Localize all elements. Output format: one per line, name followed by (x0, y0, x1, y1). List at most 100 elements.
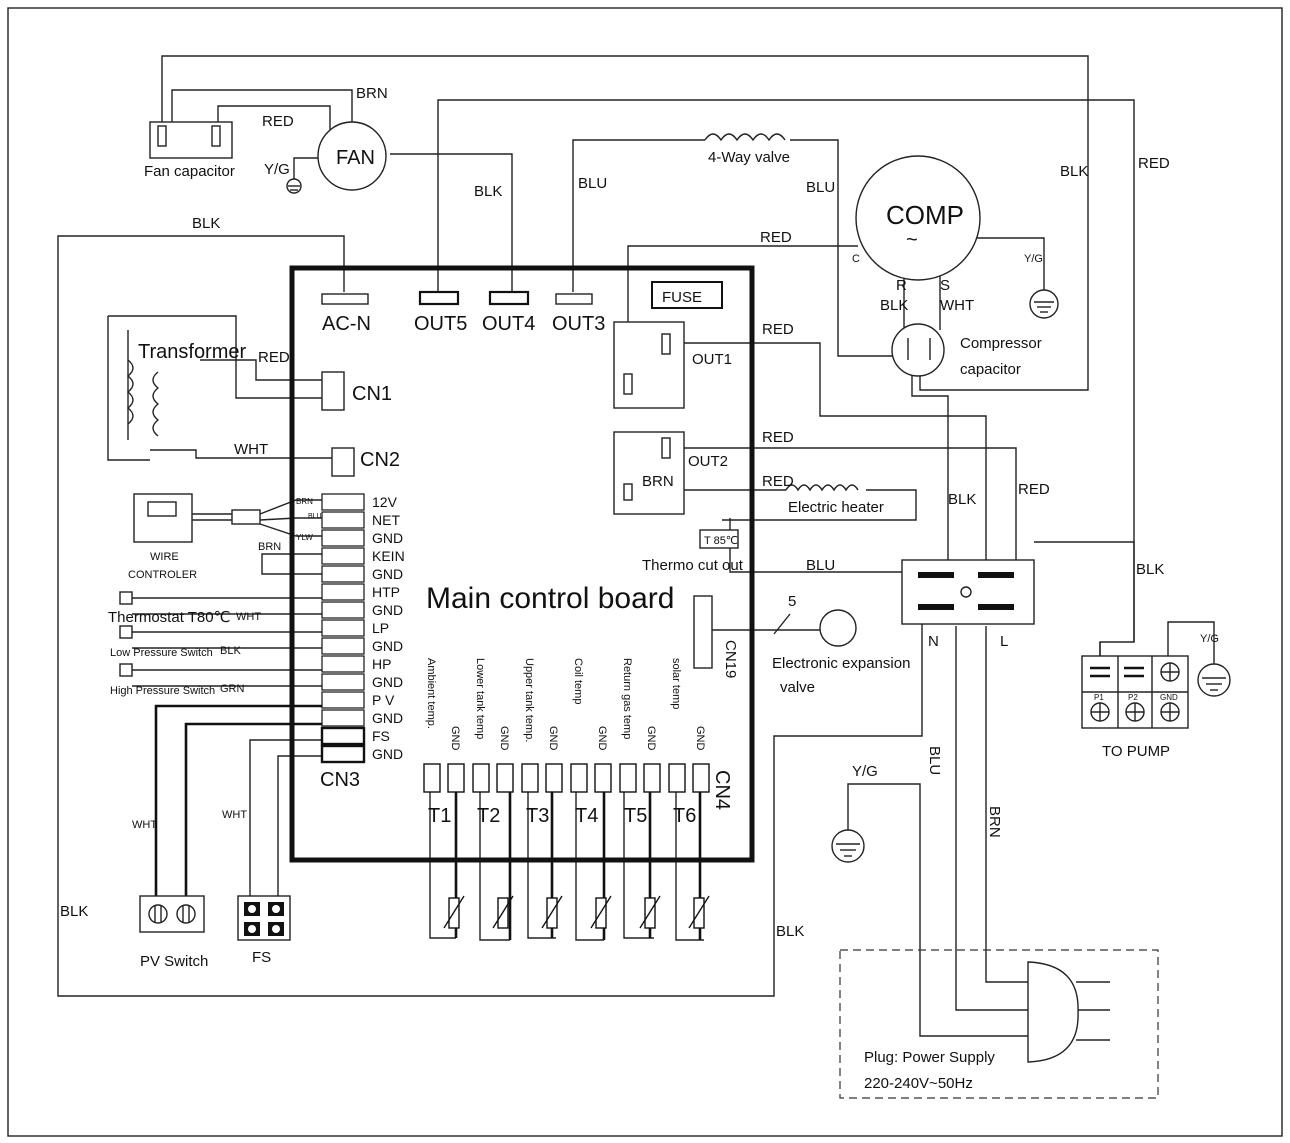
wire-label-yg-ground: Y/G (852, 763, 878, 780)
board-title: Main control board (426, 582, 674, 615)
wire-label-red-out2: RED (762, 429, 794, 446)
pump-p1-label: P1 (1094, 693, 1104, 702)
out2-label: OUT2 (688, 453, 728, 470)
sensor-gnd-label: GND (694, 726, 706, 751)
fan-ground-icon (286, 178, 302, 194)
sensor-pin (668, 763, 686, 793)
cn3-pin (321, 655, 365, 673)
sensor-gnd-label: GND (498, 726, 510, 751)
low-pressure-label: Low Pressure Switch (110, 647, 213, 659)
thermistor-icon (492, 895, 514, 929)
sensor-id-label: T6 (673, 805, 696, 827)
out1-label: OUT1 (692, 351, 732, 368)
cn3-pin (321, 709, 365, 727)
high-pressure-label: High Pressure Switch (110, 685, 215, 697)
compressor-capacitor-label-2: capacitor (960, 361, 1021, 378)
power-terminal-block (901, 559, 1035, 625)
out5-label: OUT5 (414, 313, 467, 335)
cn3-pin (321, 583, 365, 601)
wire-label-red-fan: RED (262, 113, 294, 130)
wire-label-red-comp: RED (760, 229, 792, 246)
cn3-pin (320, 744, 366, 764)
cn3-pin (321, 673, 365, 691)
sensor-name-label: Coil temp (572, 658, 584, 704)
wire-label-blu-thermo: BLU (806, 557, 835, 574)
wire-label-blk-bottom: BLK (776, 923, 804, 940)
wire-label-yg-comp: Y/G (1024, 253, 1043, 265)
wire-label-blk-lp: BLK (220, 645, 241, 657)
cn3-pin-label: NET (372, 512, 400, 528)
sensor-pin (447, 763, 465, 793)
sensor-name-label: Upper tank temp. (523, 658, 535, 742)
sensor-pin (619, 763, 637, 793)
wire-label-red-trans: RED (258, 349, 290, 366)
cn3-pin-label: GND (372, 638, 403, 654)
fan-cap-pin-b (211, 125, 221, 147)
cn3-pin (321, 601, 365, 619)
fs-label: FS (252, 949, 271, 966)
cn3-pin-label: GND (372, 710, 403, 726)
l-terminal-label: L (1000, 633, 1008, 650)
power-supply-box (839, 949, 1159, 1099)
cn3-pin-label: HP (372, 656, 391, 672)
top-ports: AC-N OUT5 OUT4 OUT3 FUSE (321, 281, 723, 335)
transformer-label: Transformer (138, 341, 247, 363)
cn3-pin (321, 493, 365, 511)
eev-bus-mark (773, 613, 791, 635)
wire-label-brn-plug: BRN (986, 806, 1003, 838)
wire-labels: BRN RED Y/G BLK BLU BLU BLK RED BLK RED … (60, 85, 1219, 940)
wire-label-blk-n: BLK (948, 491, 976, 508)
thermo-cutout-switch (699, 529, 739, 549)
wire-label-wht-pv: WHT (132, 819, 157, 831)
cn3-pin (321, 619, 365, 637)
wire-controller-screen (147, 501, 177, 517)
wire-label-blk-right: BLK (1060, 163, 1088, 180)
sensor-name-label: Return gas temp (621, 658, 633, 739)
comp-s-terminal: S (940, 277, 950, 294)
cn3-pin (321, 529, 365, 547)
wire-label-blk-outer: BLK (60, 903, 88, 920)
wires (57, 55, 1215, 1041)
fuse-label: FUSE (662, 289, 702, 306)
sensor-name-label: solar temp (670, 658, 682, 709)
sensor-id-label: T3 (526, 805, 549, 827)
high-pressure-switch (119, 663, 133, 677)
cn3-label: CN3 (320, 769, 360, 791)
fan-capacitor-label: Fan capacitor (144, 163, 235, 180)
out3-label: OUT3 (552, 313, 605, 335)
thermistor-icon (639, 895, 661, 929)
compressor (855, 155, 981, 281)
out1-pin-b (661, 333, 671, 355)
pv-switch (139, 895, 205, 933)
cn1-label: CN1 (352, 383, 392, 405)
wire-label-blu-valve: BLU (806, 179, 835, 196)
plug-label-2: 220-240V~50Hz (864, 1075, 973, 1092)
pump-p2-label: P2 (1128, 693, 1138, 702)
out4-label: OUT4 (482, 313, 535, 335)
wire-label-blu-out3: BLU (578, 175, 607, 192)
cn19-label: CN19 (722, 640, 739, 678)
wire-label-red-out1: RED (762, 321, 794, 338)
wire-label-red-right: RED (1138, 155, 1170, 172)
sensor-pin (692, 763, 710, 793)
sensor-gnd-label: GND (596, 726, 608, 751)
main-control-board (289, 265, 755, 863)
cn2-label: CN2 (360, 449, 400, 471)
cn4-label: CN4 (711, 770, 733, 810)
fan-motor (317, 121, 387, 191)
acn-label: AC-N (322, 313, 371, 335)
cn3-pin-label: GND (372, 746, 403, 762)
cn3-pin-label: GND (372, 602, 403, 618)
comp-c-terminal: C (852, 253, 860, 265)
out4-port (488, 290, 530, 306)
cn3-pin-label: HTP (372, 584, 400, 600)
mains-ground-icon (831, 829, 865, 863)
cn3-pin-label: GND (372, 566, 403, 582)
sensor-pin (423, 763, 441, 793)
cn3-pin-label: GND (372, 530, 403, 546)
to-pump-label: TO PUMP (1102, 743, 1170, 760)
fuse-box (651, 281, 723, 309)
thermistor-icon (688, 895, 710, 929)
